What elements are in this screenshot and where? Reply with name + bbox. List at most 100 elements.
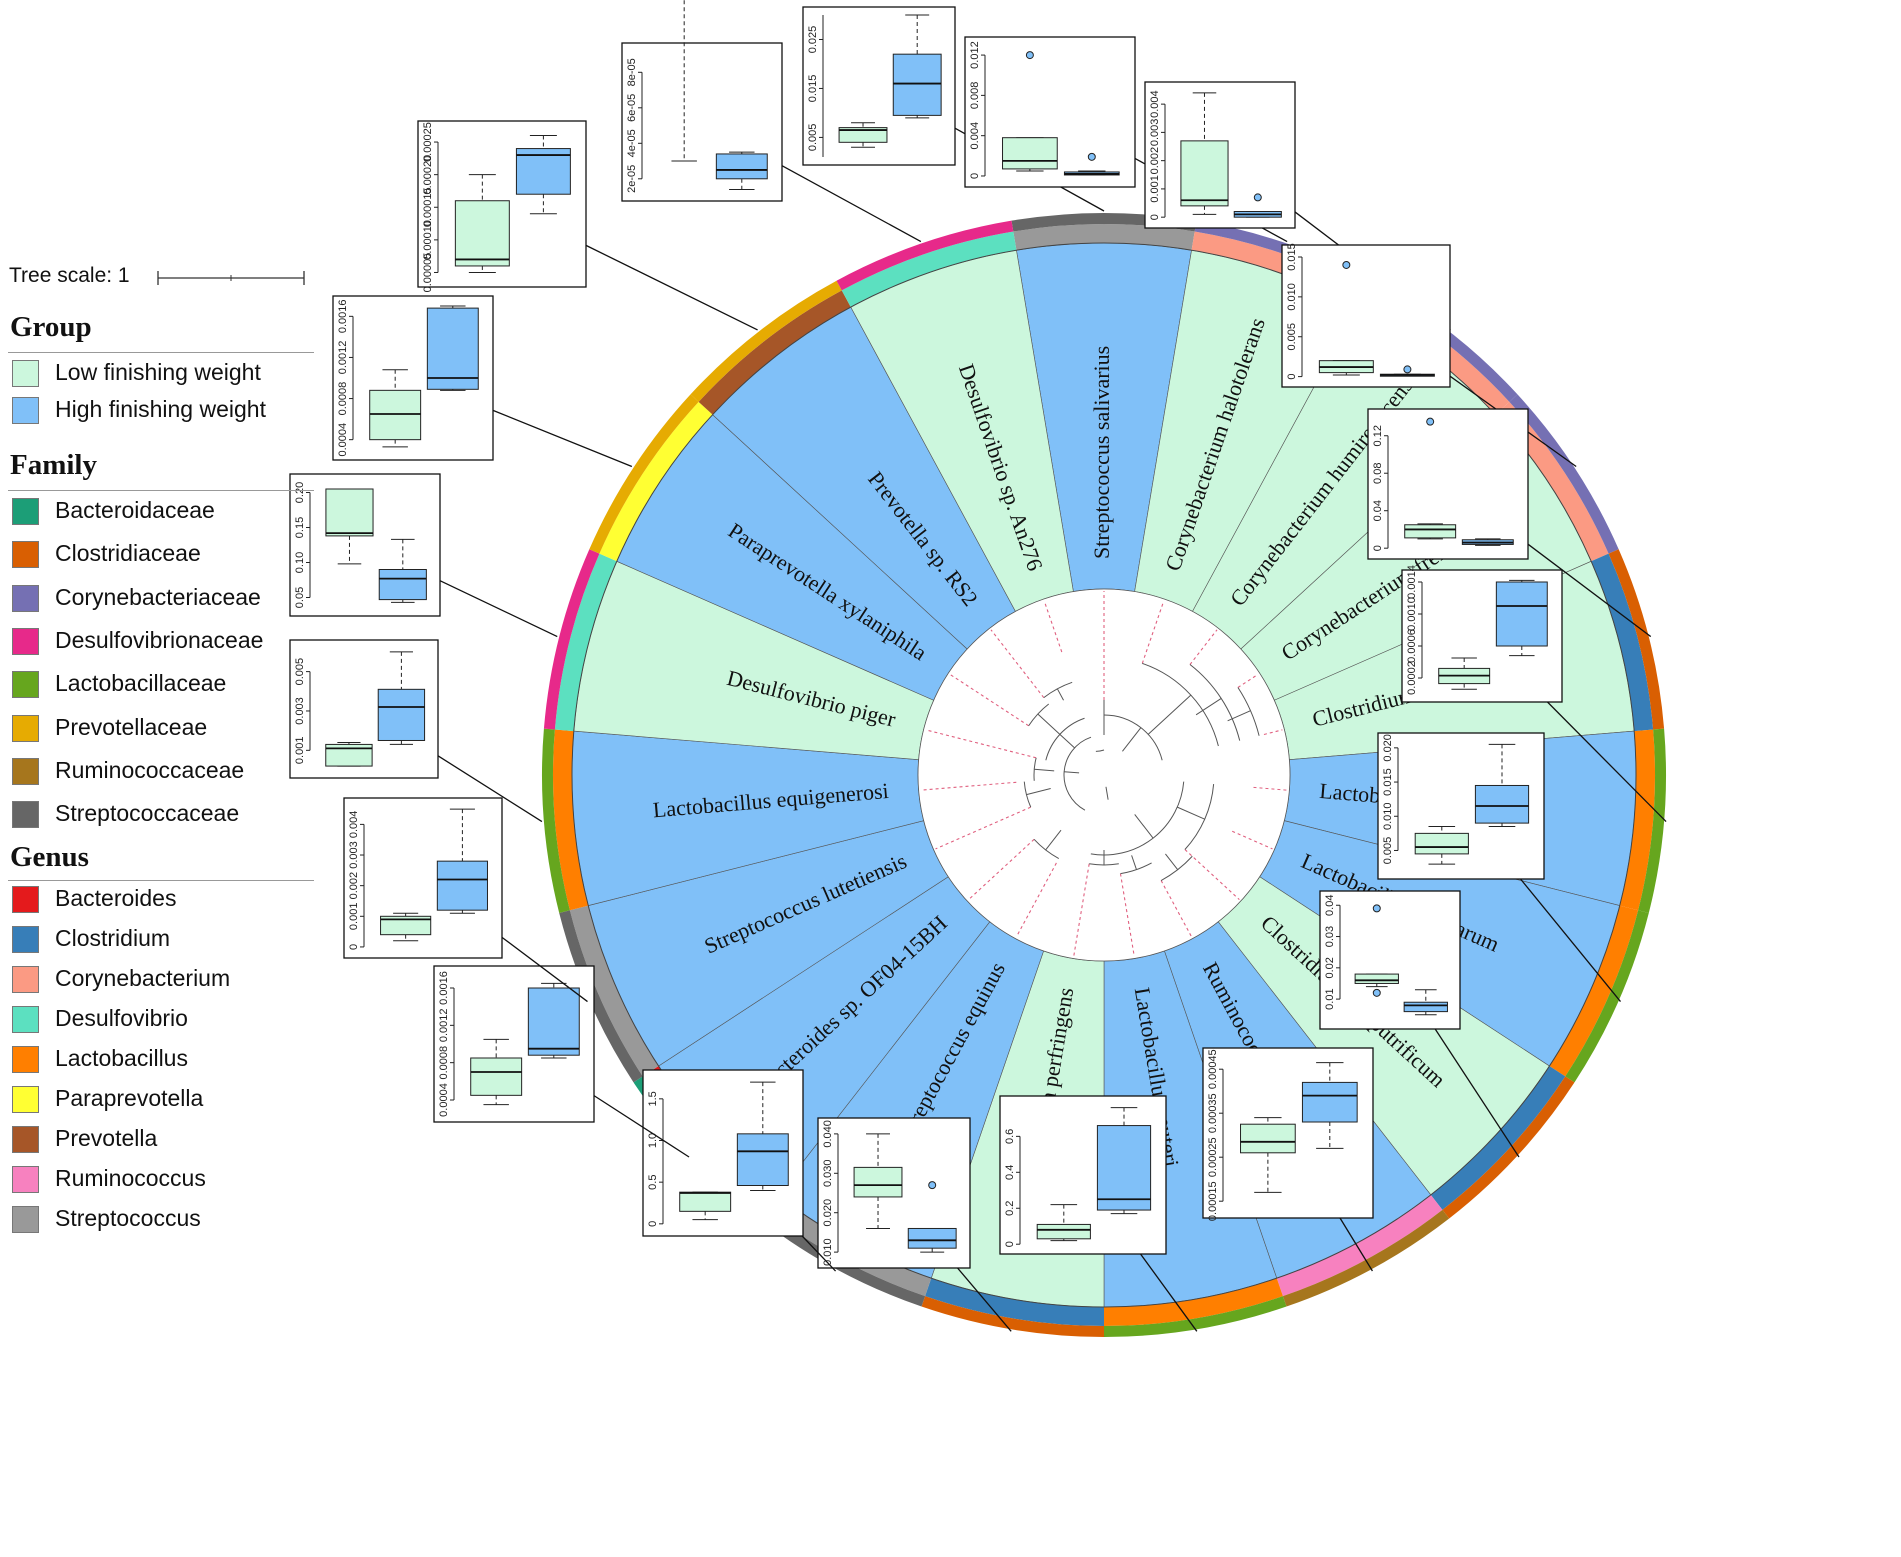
boxplot-tick-label-13-4: 0.004 (348, 811, 360, 839)
boxplot-tick-label-9-1: 0.2 (1004, 1201, 1016, 1216)
boxplot-tick-label-18-2: 6e-05 (626, 94, 638, 122)
legend-genus-swatch (12, 1166, 39, 1193)
legend-genus-swatch (12, 1126, 39, 1153)
outlier-low-4-0 (1426, 417, 1435, 426)
legend-family-swatch (12, 541, 39, 569)
legend-genus-swatch (12, 886, 39, 913)
boxplot-tick-label-10-3: 0.040 (822, 1120, 834, 1148)
tree-branch-9 (1026, 788, 1051, 796)
legend-panel: Tree scale: 1 Group Low finishing weight… (0, 0, 330, 1557)
genus-ring-0 (1013, 223, 1195, 251)
tip-link-10 (1073, 863, 1090, 957)
box-high-0 (892, 53, 942, 116)
box-high-6 (1474, 784, 1530, 824)
boxplot-tick-label-10-2: 0.030 (822, 1160, 834, 1188)
boxplot-tick-label-15-2: 0.15 (294, 517, 306, 538)
boxplot-tick-label-17-4: 0.00025 (422, 122, 434, 162)
tip-link-17 (990, 629, 1045, 699)
connector-line-14 (437, 755, 543, 823)
tree-scale-label: Tree scale: 1 (9, 264, 130, 287)
box-high-17 (515, 148, 571, 195)
boxplot-tick-label-14-2: 0.005 (294, 658, 306, 686)
box-low-4 (1404, 524, 1457, 539)
outlier-low-1-0 (1025, 51, 1034, 60)
legend-genus-label: Streptococcus (55, 1205, 201, 1231)
boxplot-tick-label-3-2: 0.010 (1286, 283, 1298, 311)
legend-family-title: Family (10, 449, 97, 481)
box-low-16 (369, 389, 422, 441)
box-low-15 (325, 488, 374, 537)
boxplot-tick-label-18-3: 8e-05 (626, 58, 638, 86)
boxplot-tick-label-6-0: 0.005 (1382, 837, 1394, 865)
legend-genus-swatch (12, 1206, 39, 1233)
legend-genus-label: Lactobacillus (55, 1045, 188, 1071)
legend-genus-swatch (12, 966, 39, 993)
tree-branch-17 (1105, 786, 1109, 800)
tip-link-9 (1119, 873, 1135, 957)
connector-line-11 (801, 1235, 837, 1272)
tree-branch-14 (1134, 814, 1154, 839)
outlier-high-1-0 (1087, 152, 1096, 161)
legend-family-label: Prevotellaceae (55, 713, 208, 740)
boxplot-tick-label-1-3: 0.012 (969, 41, 981, 69)
boxplot-tick-label-4-1: 0.04 (1372, 500, 1384, 521)
boxplot-tick-label-17-0: 0.00005 (422, 253, 434, 293)
box-low-11 (679, 1191, 732, 1212)
connector-line-10 (957, 1267, 1012, 1332)
box-low-17 (454, 200, 510, 267)
box-high-10 (907, 1227, 957, 1249)
boxplot-tick-label-6-3: 0.020 (1382, 734, 1394, 762)
family-ring-9 (1104, 1296, 1287, 1337)
boxplot-tick-label-12-1: 0.0008 (438, 1046, 450, 1080)
family-ring-5 (1638, 728, 1666, 913)
family-ring-4 (1608, 549, 1665, 730)
boxplot-tick-label-2-1: 0.001 (1149, 175, 1161, 203)
legend-family-swatch (12, 671, 39, 699)
boxplot-tick-label-4-2: 0.08 (1372, 463, 1384, 484)
tree-arc-10 (1033, 757, 1037, 781)
outlier-high-10-0 (928, 1181, 937, 1190)
box-high-9 (1096, 1125, 1152, 1211)
connector-line-13 (501, 936, 588, 1003)
legend-genus-label: Prevotella (55, 1125, 158, 1151)
boxplot-tick-label-4-0: 0 (1372, 545, 1384, 551)
boxplot-tick-label-8-2: 0.00035 (1207, 1093, 1219, 1133)
box-low-7 (1354, 973, 1399, 984)
genus-ring-15 (554, 553, 617, 732)
boxplot-tick-label-5-2: 0.0010 (1406, 597, 1418, 631)
boxplot-tick-label-0-2: 0.025 (807, 26, 819, 54)
tip-link-12 (968, 838, 1035, 901)
genus-ring-13 (569, 905, 659, 1077)
connector-line-4 (1527, 543, 1652, 638)
box-low-8 (1240, 1123, 1296, 1154)
family-ring-8 (1282, 1209, 1450, 1307)
legend-family-label: Streptococcaceae (55, 800, 240, 827)
tree-branch-12 (1056, 688, 1064, 701)
boxplot-tick-label-13-2: 0.002 (348, 872, 360, 900)
tip-link-14 (920, 781, 1017, 791)
legend-family-swatch (12, 584, 39, 612)
boxplot-tick-label-11-1: 0.5 (647, 1175, 659, 1190)
boxplot-tick-label-2-2: 0.002 (1149, 147, 1161, 175)
legend-family-label: Clostridiaceae (55, 540, 201, 567)
boxplot-tick-label-2-0: 0 (1149, 214, 1161, 220)
boxplot-tick-label-0-0: 0.005 (807, 124, 819, 152)
tip-link-3 (1237, 673, 1259, 688)
boxplot-tick-label-6-2: 0.015 (1382, 768, 1394, 796)
boxplot-tick-label-15-1: 0.10 (294, 552, 306, 573)
connector-line-9 (1140, 1253, 1198, 1332)
box-low-2 (1180, 140, 1229, 207)
box-low-9 (1036, 1223, 1091, 1240)
genus-ring-17 (698, 290, 851, 415)
family-ring-10 (921, 1296, 1104, 1337)
boxplot-tick-label-9-3: 0.6 (1004, 1129, 1016, 1144)
tip-link-8 (1160, 880, 1193, 938)
family-ring-16 (589, 394, 699, 554)
tree-branch-1 (1147, 694, 1192, 735)
box-high-12 (527, 987, 580, 1056)
tip-link-1 (1141, 600, 1165, 664)
boxplot-tick-label-5-0: 0.0002 (1406, 661, 1418, 695)
outlier-low-3-0 (1342, 260, 1351, 269)
legend-family-label: Lactobacillaceae (55, 670, 227, 697)
inner-circle (917, 588, 1291, 962)
